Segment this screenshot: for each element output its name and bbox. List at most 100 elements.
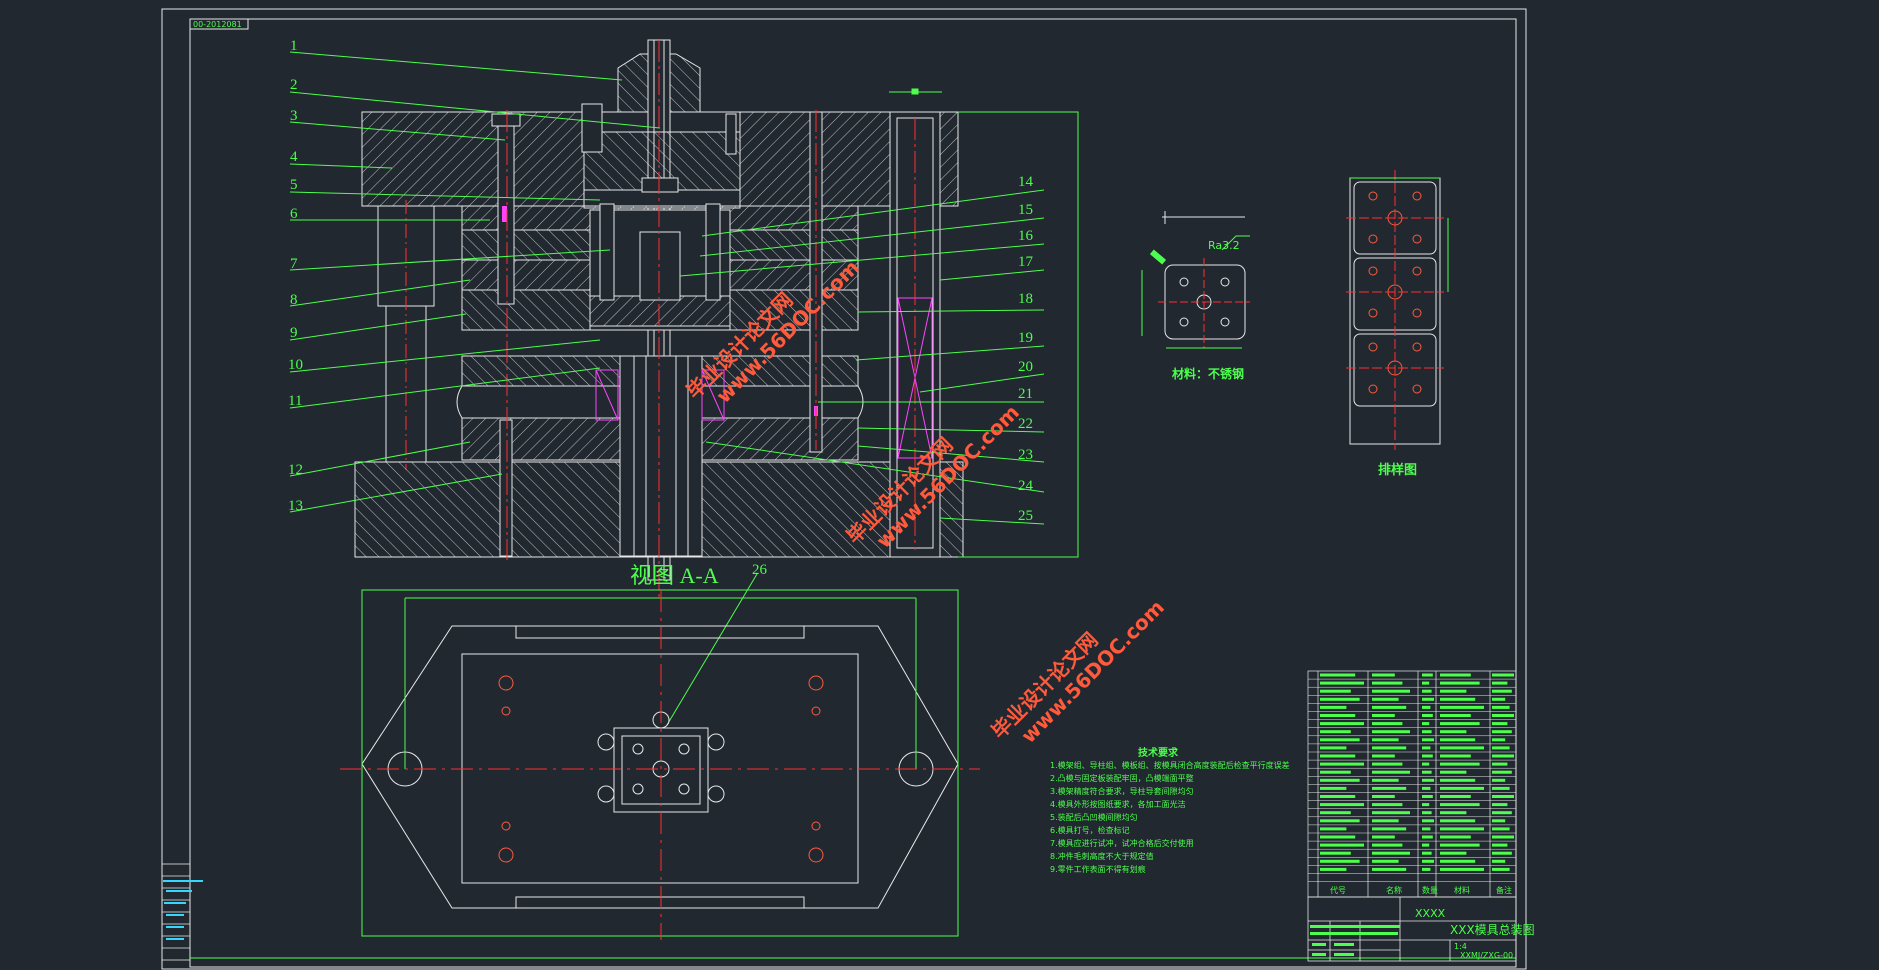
bom-cell-mark [1422,770,1432,774]
bom-cell-mark [1320,697,1360,701]
svg-text:5: 5 [290,177,298,193]
bom-cell-mark [1372,843,1403,847]
bom-cell-mark [1422,867,1431,871]
bom-cell-mark [1492,867,1510,871]
bom-cell-mark [1492,697,1506,701]
sheet-code-box [189,18,249,30]
bom-cell-mark [1320,811,1351,815]
svg-text:20: 20 [1018,359,1033,375]
bom-cell-mark [1422,835,1433,839]
bom-cell-mark [1372,778,1399,782]
watermark-3: 毕业设计论文网 www.56DOC.com [987,595,1169,748]
plan-view-centerlines [340,590,980,940]
layout-label: 排样图 [1378,462,1417,478]
svg-text:15: 15 [1018,202,1033,218]
svg-text:8.冲件毛刺高度不大于规定值: 8.冲件毛刺高度不大于规定值 [1050,851,1154,861]
bom-cell-mark [1372,762,1403,766]
bom-cell-mark [1492,843,1508,847]
svg-text:26: 26 [752,562,768,578]
bom-cell-mark [1372,859,1399,863]
tech-notes: 1.模架组、导柱组、模板组、按模具闭合高度装配后检查平行度误差 2.凸模与固定板… [1050,760,1290,874]
bom-cell-mark [1440,754,1471,758]
bom-cell-mark [1320,673,1356,677]
bom-cell-mark [1492,819,1506,823]
plan-view [361,625,959,909]
bom-cell-mark [1320,827,1347,831]
svg-text:4: 4 [290,149,298,165]
svg-text:23: 23 [1018,447,1033,463]
plan-view-holes [498,675,824,863]
bom-cell-mark [1422,819,1434,823]
bom-cell-mark [1492,795,1514,798]
svg-text:www.56DOC.com: www.56DOC.com [1016,595,1169,748]
plan-view-outer-dims [361,589,959,937]
bom-cell-mark [1320,746,1347,750]
bom-cell-mark [1440,746,1484,750]
bom-cell-mark [1372,673,1395,677]
svg-text:1.模架组、导柱组、模板组、按模具闭合高度装配后检查平行度误: 1.模架组、导柱组、模板组、按模具闭合高度装配后检查平行度误差 [1050,760,1290,770]
bom-rows [1308,678,1516,882]
bom-cell-mark [1372,714,1395,717]
svg-text:6.模具打号，检查标记: 6.模具打号，检查标记 [1050,825,1130,835]
bom-cell-mark [1440,778,1476,782]
bom-cell-mark [1492,859,1506,863]
tech-title: 技术要求 [1138,746,1179,759]
bom-cell-mark [1372,786,1407,790]
svg-text:7: 7 [290,256,298,272]
svg-text:17: 17 [1018,254,1034,270]
bom-cell-mark [1440,859,1476,863]
bom-header: 代号 名称 数量 材料 备注 [1330,885,1512,895]
bom-cell-mark [1422,778,1434,782]
bom-cell-mark [1372,746,1407,750]
svg-text:22: 22 [1018,416,1033,432]
bom-cell-mark [1492,673,1514,677]
bom-cell-mark [1320,722,1364,726]
bom-cell-mark [1492,754,1514,758]
svg-text:10: 10 [288,357,303,373]
bom-cell-mark [1372,722,1403,726]
bom-cell-mark [1422,746,1431,750]
svg-text:2.凸模与固定板装配牢固，凸模端面平整: 2.凸模与固定板装配牢固，凸模端面平整 [1050,773,1194,783]
bom-cell-mark [1440,762,1480,766]
title-code: XXMJ/ZXG-00 [1460,951,1513,960]
bom-cell-mark [1320,803,1364,807]
svg-text:18: 18 [1018,291,1033,307]
bom-cell-mark [1440,697,1476,701]
bom-cell-mark [1372,851,1410,855]
bom-cell-mark [1320,867,1347,871]
bom-cell-mark [1320,754,1356,758]
bom-cell-mark [1422,795,1433,798]
bom-cell-mark [1320,859,1360,863]
svg-text:3: 3 [290,108,298,124]
bom-cell-mark [1422,714,1433,717]
svg-text:6: 6 [290,206,298,222]
bom-cell-mark [1320,689,1351,693]
bom-cell-mark [1422,754,1433,758]
svg-text:21: 21 [1018,386,1033,402]
bom-cell-mark [1320,705,1347,709]
svg-text:24: 24 [1018,478,1034,494]
bom-cell-mark [1372,705,1407,709]
bom-cell-mark [1440,851,1467,855]
bom-cell-mark [1320,786,1347,790]
bom-cell-mark [1440,835,1471,839]
bom-cell-mark [1492,811,1512,815]
bom-cell-mark [1492,803,1508,807]
part-detail: 1 [1141,211,1250,349]
svg-text:8: 8 [290,292,298,308]
bom-cell-mark [1440,673,1471,677]
bom-cell-mark [1440,730,1467,734]
bom-cell-mark [1320,843,1364,847]
bom-cell-mark [1440,819,1476,823]
bom-cell-mark [1372,795,1395,798]
bom-cell-mark [1422,689,1432,693]
bom-cell-mark [1320,819,1360,823]
bom-cell-mark [1372,770,1410,774]
bom-cell-mark [1440,867,1484,871]
bom-cell-mark [1440,827,1484,831]
title-scale: 1:4 [1454,942,1467,951]
bom-cell-mark [1320,738,1360,742]
svg-text:2: 2 [290,77,298,93]
bom-cell-mark [1320,851,1351,855]
bom-cell-mark [1440,722,1480,726]
